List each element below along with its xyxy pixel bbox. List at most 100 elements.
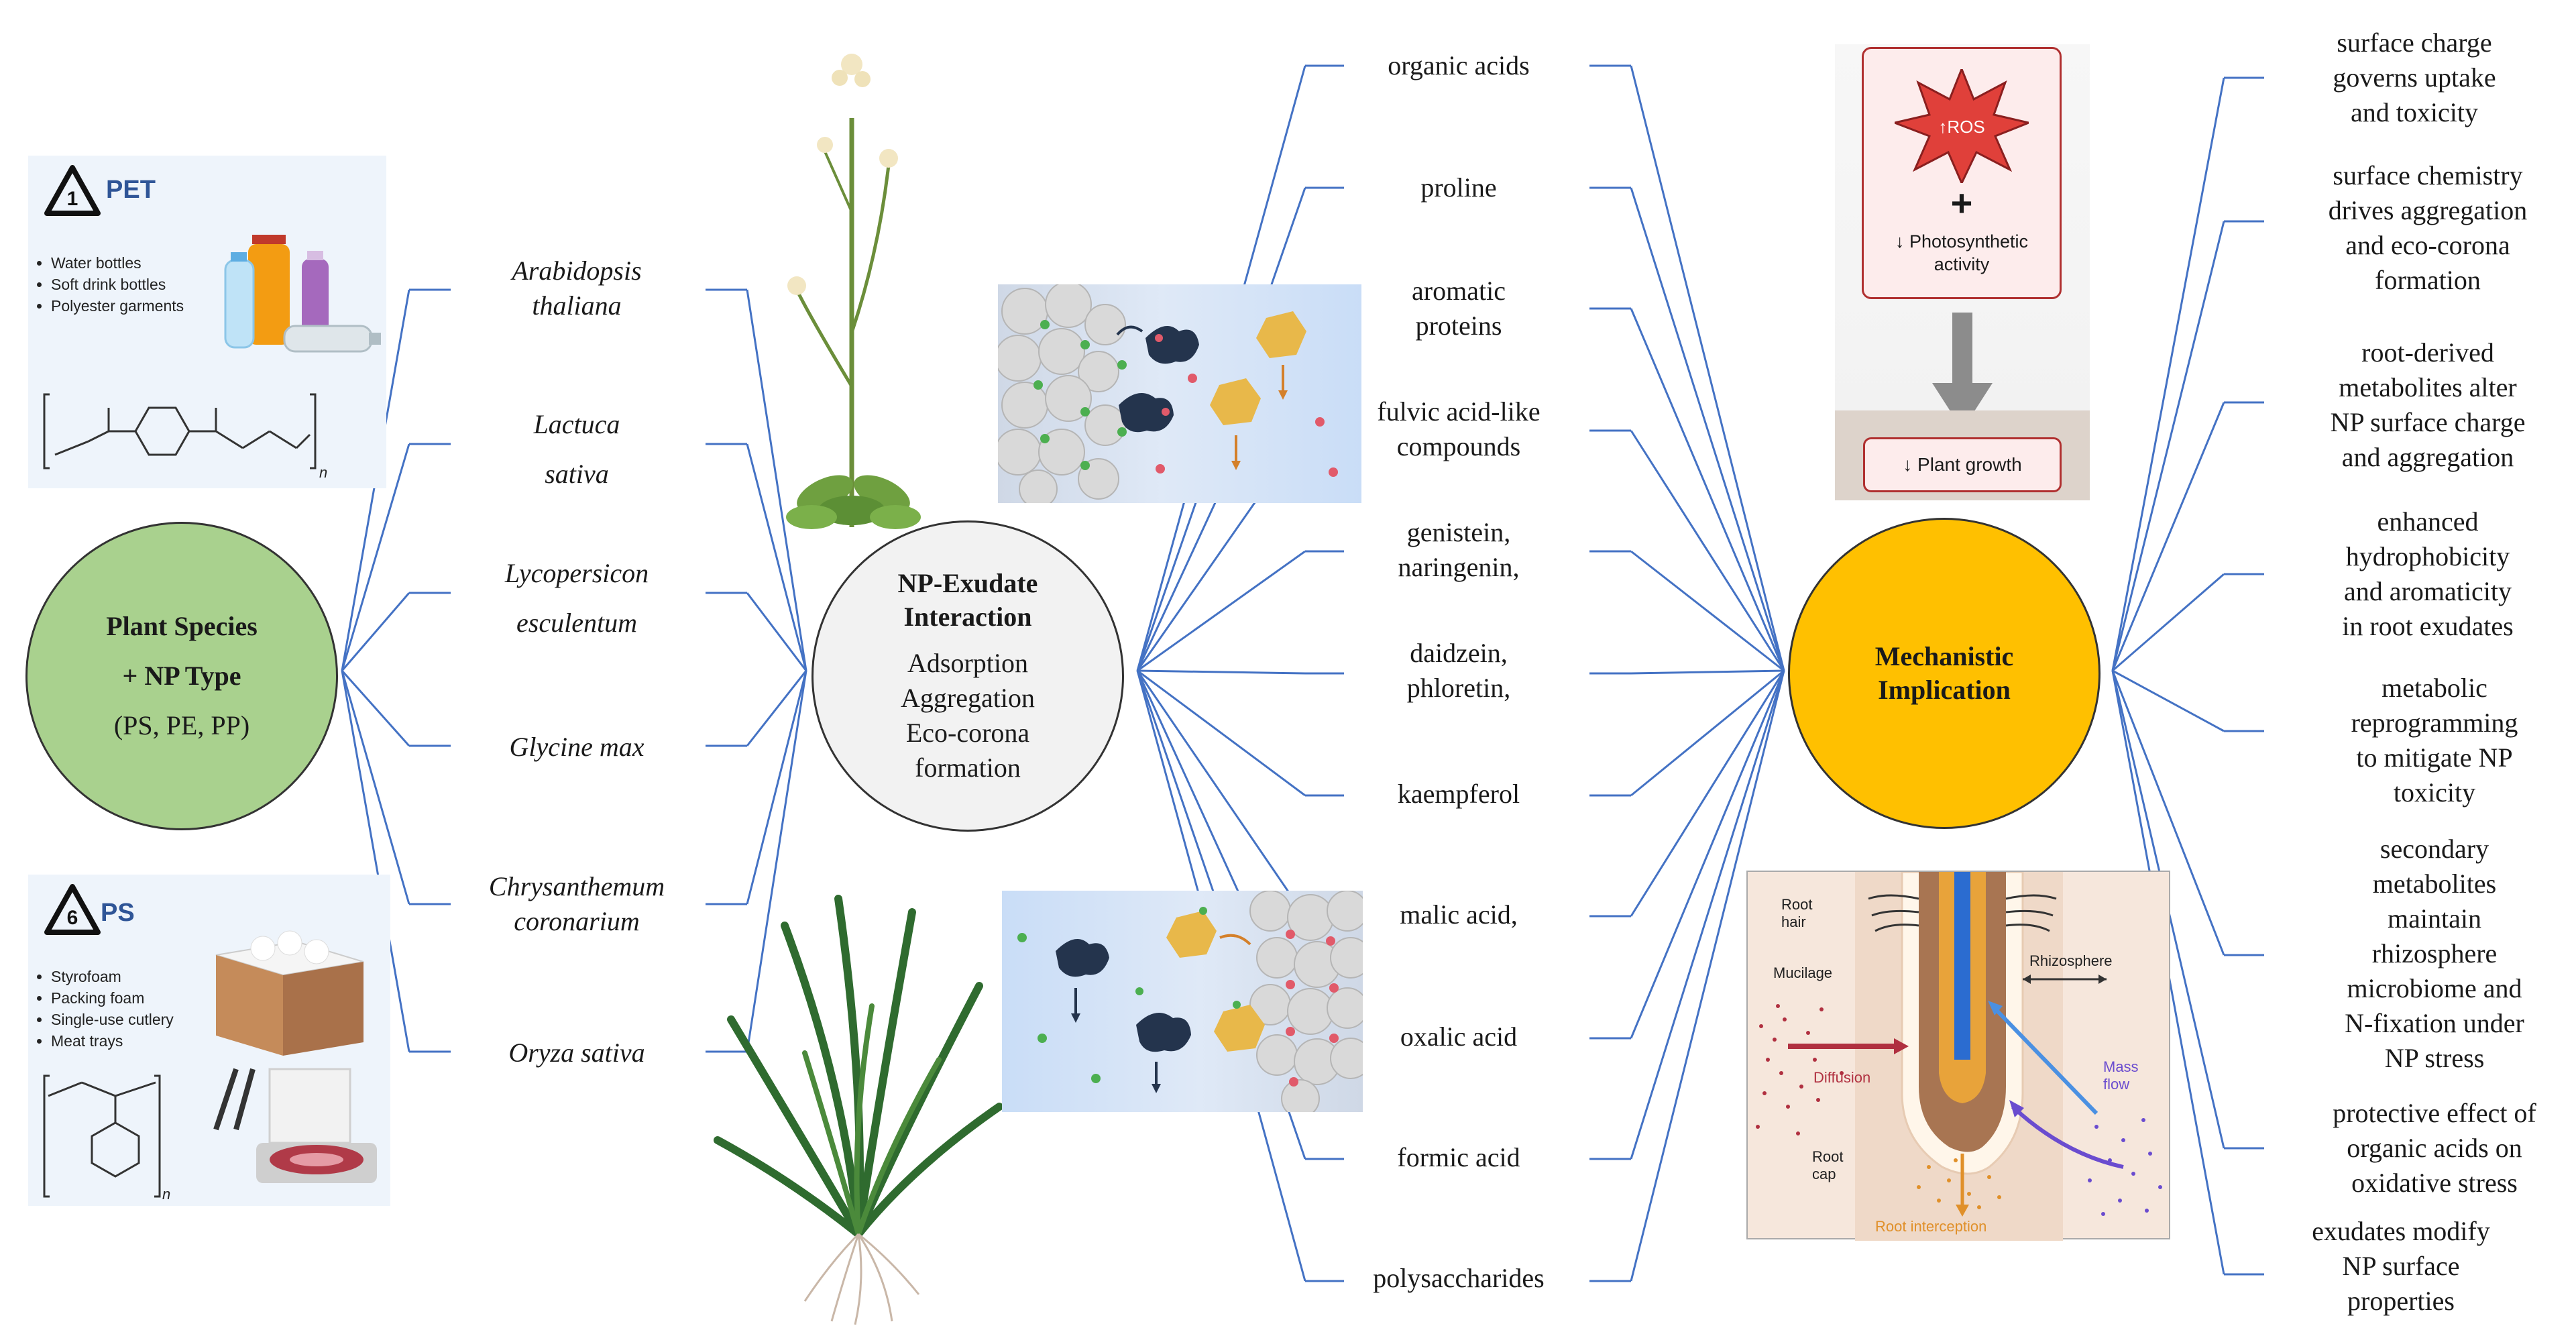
root-interception-label: Root interception bbox=[1875, 1218, 1987, 1235]
np-aggregation-illustration-bottom bbox=[1002, 890, 1371, 1118]
center-circle-body-2: Aggregation bbox=[901, 683, 1035, 713]
np-exudate-interaction-circle: NP-Exudate Interaction Adsorption Aggreg… bbox=[811, 520, 1124, 832]
implication-line: maintain bbox=[2388, 903, 2481, 934]
exudate-daidzein: daidzein, phloretin, bbox=[1348, 636, 1569, 706]
implication-line: exudates modify bbox=[2312, 1216, 2490, 1246]
ps-subscript-n: n bbox=[162, 1186, 171, 1203]
implication-line: surface chemistry bbox=[2333, 160, 2523, 190]
implication-line: NP stress bbox=[2384, 1043, 2485, 1073]
connector-left-to-species bbox=[341, 670, 410, 905]
center-circle-body-4: formation bbox=[915, 753, 1021, 783]
rice-plant-illustration bbox=[714, 895, 1003, 1325]
species-label-line: esculentum bbox=[516, 608, 637, 638]
photosynthetic-activity-label: ↓ Photosynthetic activity bbox=[1864, 230, 2060, 276]
connector-species-to-center bbox=[746, 443, 807, 671]
root-cap-line: cap bbox=[1812, 1166, 1836, 1182]
exudate-label-line: phloretin, bbox=[1406, 673, 1511, 703]
implication-line: N-fixation under bbox=[2345, 1008, 2524, 1038]
np-particles-bottom bbox=[1017, 890, 1371, 1118]
pet-code: 1 bbox=[67, 188, 78, 210]
species-oryza: Oryza sativa bbox=[476, 1036, 677, 1070]
connector-center-to-exudate bbox=[1137, 669, 1306, 675]
connector-right-to-implication bbox=[2112, 573, 2225, 672]
implication-line: and eco-corona bbox=[2345, 230, 2510, 260]
connector-right-to-implication bbox=[2111, 221, 2225, 671]
plant-growth-box: ↓ Plant growth bbox=[1863, 437, 2062, 492]
implication-line: metabolites bbox=[2372, 869, 2497, 899]
center-circle-title-1: NP-Exudate bbox=[897, 568, 1038, 598]
exudate-genistein: genistein, naringenin, bbox=[1348, 515, 1569, 585]
photo-line: ↓ Photosynthetic bbox=[1895, 231, 2029, 252]
implication-line: secondary bbox=[2379, 834, 2489, 864]
implication-root-metabolites: root-derived metabolites alter NP surfac… bbox=[2287, 335, 2569, 475]
mucilage-label: Mucilage bbox=[1773, 964, 1833, 981]
mass-flow-line: Mass bbox=[2103, 1058, 2139, 1075]
implication-line: properties bbox=[2347, 1286, 2455, 1316]
recycle-6-icon: 6 bbox=[44, 884, 101, 935]
root-hair-label: Root hair bbox=[1781, 896, 1812, 931]
exudate-oxalic-acid: oxalic acid bbox=[1348, 1019, 1569, 1054]
connector-left-to-species bbox=[341, 592, 410, 671]
species-glycine: Glycine max bbox=[476, 730, 677, 765]
left-circle-subtitle: (PS, PE, PP) bbox=[113, 710, 250, 740]
photo-line: activity bbox=[1934, 254, 1990, 274]
root-cap-line: Root bbox=[1812, 1148, 1844, 1165]
exudate-label-line: daidzein, bbox=[1410, 638, 1508, 668]
implication-line: toxicity bbox=[2393, 777, 2476, 808]
implication-line: oxidative stress bbox=[2351, 1168, 2518, 1198]
right-circle-title-1: Mechanistic bbox=[1874, 641, 2014, 671]
exudate-label-line: fulvic acid-like bbox=[1377, 396, 1541, 427]
pet-panel: 1 PET Water bottles Soft drink bottles P… bbox=[28, 156, 386, 488]
arabidopsis-plant-illustration bbox=[786, 54, 921, 529]
species-lycopersicon: Lycopersicon esculentum bbox=[476, 549, 677, 648]
left-circle-title-1: Plant Species bbox=[106, 611, 258, 641]
center-circle-body-3: Eco-corona bbox=[905, 718, 1030, 748]
connector-species-to-center bbox=[746, 670, 807, 905]
pet-item: Polyester garments bbox=[51, 295, 184, 317]
connector-left-to-species bbox=[341, 670, 410, 746]
exudate-aromatic-proteins: aromatic proteins bbox=[1348, 274, 1569, 343]
implication-metabolic-reprogramming: metabolic reprogramming to mitigate NP t… bbox=[2294, 671, 2575, 810]
connector-exudate-to-right bbox=[1630, 550, 1785, 672]
species-label-line: Lycopersicon bbox=[504, 558, 649, 588]
implication-surface-chemistry: surface chemistry drives aggregation and… bbox=[2287, 158, 2569, 298]
connector-exudate-to-right bbox=[1630, 187, 1785, 671]
implication-surface-charge: surface charge governs uptake and toxici… bbox=[2274, 25, 2555, 130]
ps-panel: 6 PS Styrofoam Packing foam Single-use c… bbox=[28, 875, 390, 1206]
mechanistic-implication-circle: Mechanistic Implication bbox=[1788, 518, 2101, 829]
implication-line: governs uptake bbox=[2333, 62, 2496, 93]
ps-item: Meat trays bbox=[51, 1030, 174, 1052]
plastic-bottles-illustration bbox=[224, 235, 381, 353]
pet-item: Soft drink bottles bbox=[51, 274, 184, 295]
root-cap-label: Root cap bbox=[1812, 1148, 1843, 1183]
implication-line: formation bbox=[2375, 265, 2481, 295]
connector-exudate-to-right bbox=[1630, 670, 1785, 917]
mass-flow-line: flow bbox=[2103, 1076, 2130, 1093]
connector-right-to-implication bbox=[2111, 670, 2225, 956]
connector-species-to-center bbox=[746, 592, 807, 671]
species-label-line: Lactuca bbox=[533, 409, 620, 439]
pet-structure-formula bbox=[43, 393, 317, 469]
implication-line: and aromaticity bbox=[2344, 576, 2512, 606]
ps-title: PS bbox=[101, 899, 135, 927]
center-circle-title-2: Interaction bbox=[903, 602, 1032, 632]
connector-exudate-to-right bbox=[1630, 670, 1785, 1160]
connector-exudate-to-right bbox=[1630, 669, 1785, 797]
root-hair-line: hair bbox=[1781, 913, 1806, 930]
implication-line: in root exudates bbox=[2342, 611, 2514, 641]
implication-exudates-modify: exudates modify NP surface properties bbox=[2260, 1214, 2542, 1319]
mass-flow-label: Mass flow bbox=[2103, 1058, 2139, 1093]
implication-line: metabolic bbox=[2382, 673, 2487, 703]
implication-line: drives aggregation bbox=[2328, 195, 2528, 225]
left-circle-title-2: + NP Type bbox=[122, 661, 241, 691]
species-label-line: coronarium bbox=[514, 906, 640, 936]
implication-line: root-derived bbox=[2361, 337, 2494, 368]
ros-plus: + bbox=[1950, 182, 1973, 224]
implication-line: metabolites alter bbox=[2339, 372, 2517, 402]
exudate-label-line: genistein, bbox=[1406, 517, 1511, 547]
implication-line: reprogramming bbox=[2351, 708, 2518, 738]
exudate-formic-acid: formic acid bbox=[1348, 1140, 1569, 1175]
exudate-polysaccharides: polysaccharides bbox=[1348, 1261, 1569, 1296]
exudate-organic-acids: organic acids bbox=[1348, 48, 1569, 83]
ros-burst-icon: ↑ROS bbox=[1895, 69, 2029, 183]
